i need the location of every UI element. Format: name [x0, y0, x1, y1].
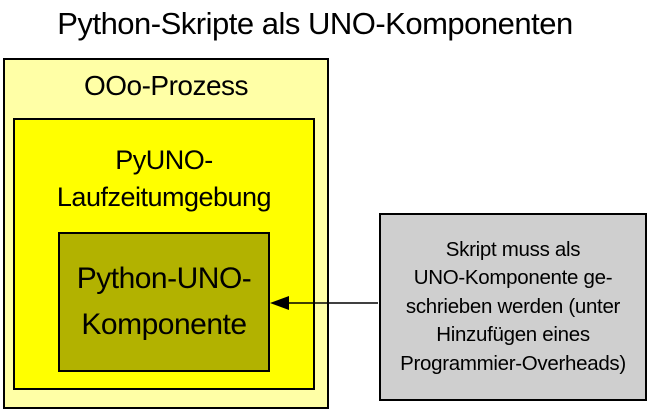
- annotation-text: Skript muss als UNO-Komponente ge- schri…: [400, 237, 626, 375]
- pyuno-runtime-label: PyUNO- Laufzeitumgebung: [56, 145, 272, 212]
- python-uno-component-box: Python-UNO- Komponente: [58, 232, 270, 372]
- annotation-box: Skript muss als UNO-Komponente ge- schri…: [379, 213, 647, 401]
- python-uno-component-label: Python-UNO- Komponente: [76, 262, 252, 341]
- page-title: Python-Skripte als UNO-Komponenten: [57, 6, 573, 41]
- ooo-process-label: OOo-Prozess: [83, 70, 249, 101]
